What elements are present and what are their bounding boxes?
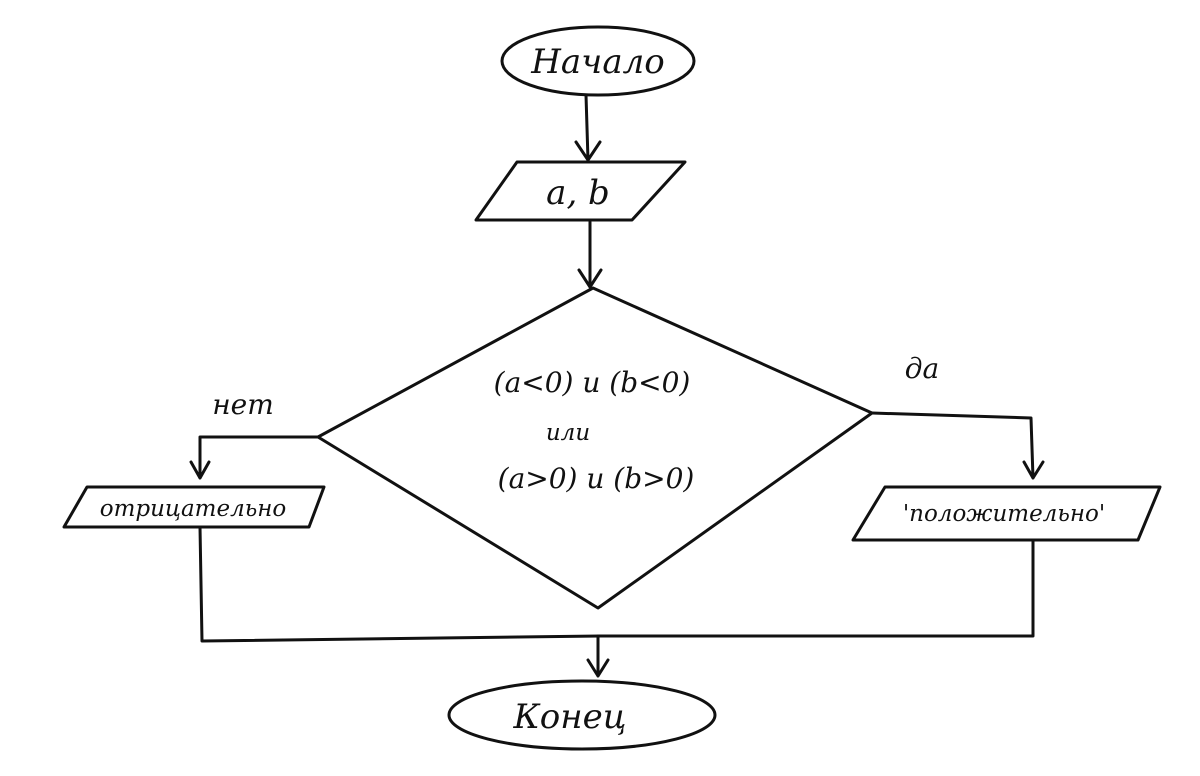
arrow-start-to-input [574,93,602,162]
output-negative-parallelogram [62,485,326,529]
start-label: Начало [530,42,664,82]
arrow-yes-branch [870,411,1045,480]
branch-yes-label: да [905,352,939,385]
arrow-input-to-decision [577,220,603,289]
end-terminator [447,679,717,751]
output-positive-parallelogram [851,485,1162,542]
condition-line-3: (a>0) и (b>0) [498,462,695,495]
merge-line-left [198,525,602,643]
start-terminator [500,25,696,97]
decision-diamond [316,286,874,610]
merge-line-right [598,538,1035,638]
input-label: a, b [546,173,610,213]
input-parallelogram [474,160,687,222]
condition-line-2: или [546,420,590,446]
end-label: Конец [512,697,626,737]
condition-line-1: (a<0) и (b<0) [494,366,691,399]
arrow-no-branch [189,435,320,480]
output-positive-label: 'положительно' [903,501,1105,527]
branch-no-label: нет [212,388,274,421]
arrow-merge-to-end [586,634,610,678]
output-negative-label: отрицательно [100,496,287,522]
